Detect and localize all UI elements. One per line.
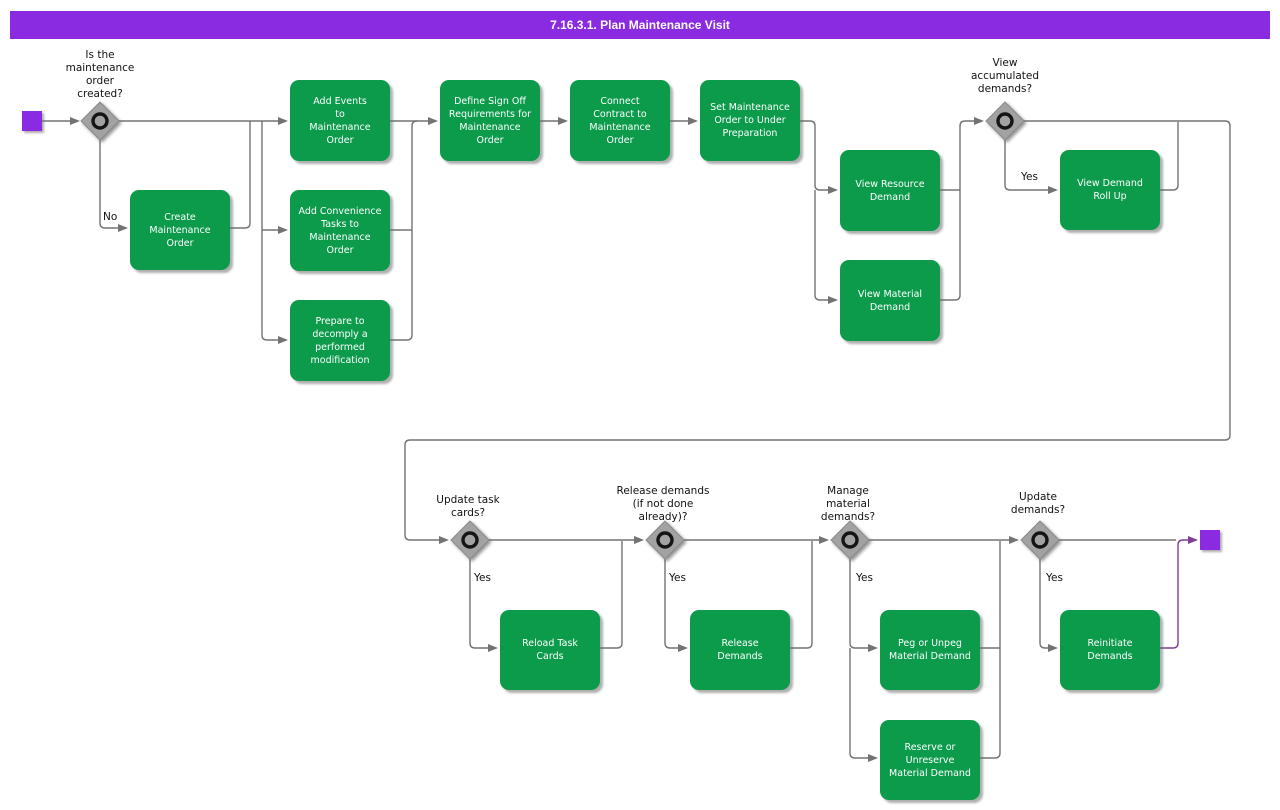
diagram-title: 7.16.3.1. Plan Maintenance Visit — [550, 18, 730, 32]
question-update-task-cards: Update task cards? — [436, 494, 500, 519]
edge-reserve-merge — [980, 541, 1001, 759]
activity-view-material-demand[interactable]: View Material Demand — [840, 260, 940, 341]
edge-decision6-yes-branch — [1039, 559, 1058, 652]
activity-add-events[interactable]: Add Events to Maintenance Order — [290, 80, 390, 161]
decision-view-accumulated-demands — [983, 99, 1027, 143]
decision-diamond-icon — [1020, 520, 1060, 560]
decision-diamond-icon — [80, 101, 120, 141]
edge-decision1-no-branch — [99, 140, 128, 232]
start-node — [22, 111, 42, 131]
activity-add-convenience-tasks[interactable]: Add Convenience Tasks to Maintenance Ord… — [290, 190, 390, 271]
activity-view-resource-demand[interactable]: View Resource Demand — [840, 150, 940, 231]
decision-release-demands — [643, 518, 687, 562]
edge-decision2-yes-branch — [1004, 140, 1058, 194]
edge-roll-up-merge — [1160, 122, 1179, 191]
edge-decision2-to-decision3-long — [404, 120, 1231, 544]
activity-set-under-preparation[interactable]: Set Maintenance Order to Under Preparati… — [700, 80, 800, 161]
question-release-demands: Release demands (if not done already)? — [616, 485, 710, 523]
activity-release-demands[interactable]: Release Demands — [690, 610, 790, 690]
decision-update-demands — [1018, 518, 1062, 562]
question-view-accumulated-demands: View accumulated demands? — [970, 57, 1040, 95]
edge-release-demands-merge — [790, 541, 813, 649]
edge-reload-cards-merge — [600, 541, 623, 649]
branch-label-yes-view-accumulated: Yes — [1021, 171, 1038, 183]
decision-diamond-icon — [645, 520, 685, 560]
branch-label-yes-update-demands: Yes — [1046, 572, 1063, 584]
branch-label-no: No — [103, 211, 118, 223]
activity-reinitiate-demands[interactable]: Reinitiate Demands — [1060, 610, 1160, 690]
question-update-demands: Update demands? — [1010, 491, 1066, 516]
edge-create-order-merge — [230, 121, 251, 229]
edge-set-to-view-resource — [800, 120, 838, 194]
edge-decision5-yes-to-reserve — [849, 648, 878, 762]
edge-split-to-prepare — [261, 121, 288, 344]
edge-decision3-yes-branch — [469, 559, 498, 652]
decision-manage-material-demands — [828, 518, 872, 562]
diagram-title-bar: 7.16.3.1. Plan Maintenance Visit — [10, 11, 1270, 39]
activity-reserve-unreserve-material-demand[interactable]: Reserve or Unreserve Material Demand — [880, 720, 980, 800]
edge-decision4-yes-branch — [664, 559, 688, 652]
decision-diamond-icon — [830, 520, 870, 560]
activity-reload-task-cards[interactable]: Reload Task Cards — [500, 610, 600, 690]
question-order-created: Is the maintenance order created? — [65, 49, 135, 100]
branch-label-yes-manage-material: Yes — [856, 572, 873, 584]
activity-prepare-decomply[interactable]: Prepare to decomply a performed modifica… — [290, 300, 390, 381]
edge-decision5-yes-to-peg — [849, 559, 878, 652]
activity-define-sign-off[interactable]: Define Sign Off Requirements for Mainten… — [440, 80, 540, 161]
decision-diamond-icon — [450, 520, 490, 560]
activity-view-demand-roll-up[interactable]: View Demand Roll Up — [1060, 150, 1160, 230]
activity-connect-contract[interactable]: Connect Contract to Maintenance Order — [570, 80, 670, 161]
branch-label-yes-release-demands: Yes — [669, 572, 686, 584]
decision-update-task-cards — [448, 518, 492, 562]
question-manage-material-demands: Manage material demands? — [820, 485, 876, 523]
edge-split-to-view-material — [814, 190, 838, 304]
edge-reinitiate-to-end — [1160, 536, 1198, 649]
end-node — [1200, 530, 1220, 550]
edge-prepare-join — [390, 120, 418, 341]
branch-label-yes-update-task-cards: Yes — [474, 572, 491, 584]
decision-diamond-icon — [985, 101, 1025, 141]
decision-order-created — [78, 99, 122, 143]
edge-view-material-to-decision2 — [940, 117, 984, 301]
activity-create-maintenance-order[interactable]: Create Maintenance Order — [130, 190, 230, 270]
activity-peg-unpeg-material-demand[interactable]: Peg or Unpeg Material Demand — [880, 610, 980, 690]
